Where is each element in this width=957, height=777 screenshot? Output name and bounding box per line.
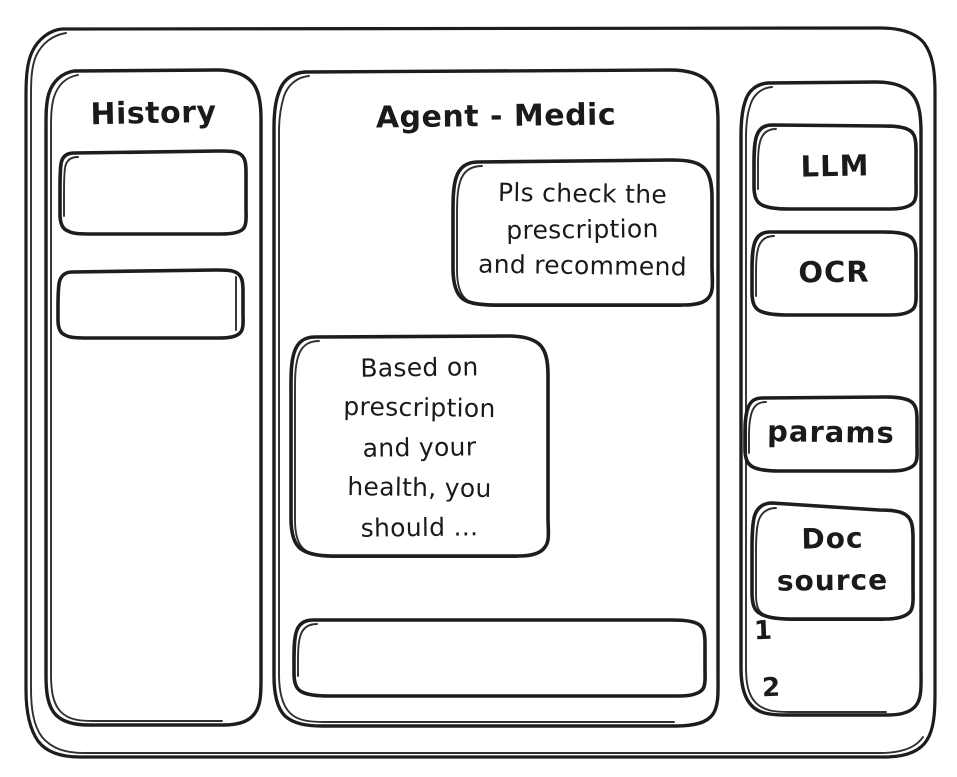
- history-item-1[interactable]: [60, 151, 246, 234]
- doc-source-label-line-1: Doc: [801, 521, 864, 556]
- assistant-message-line-5: should ...: [360, 512, 479, 543]
- tool-chip-ocr[interactable]: OCR: [752, 232, 916, 315]
- tool-chip-params[interactable]: params: [745, 397, 917, 471]
- assistant-message-line-1: Based on: [360, 352, 479, 383]
- tool-chip-llm[interactable]: LLM: [754, 125, 916, 209]
- assistant-message-line-4: health, you: [347, 471, 492, 504]
- doc-source-entry-2[interactable]: 2: [761, 672, 781, 704]
- assistant-message-line-2: prescription: [343, 391, 496, 424]
- tool-chip-llm-label: LLM: [800, 148, 870, 184]
- agent-panel-title: Agent - Medic: [375, 97, 617, 136]
- user-message-line-3: and recommend: [477, 249, 688, 282]
- tool-chip-ocr-label: OCR: [798, 254, 870, 290]
- assistant-message-line-3: and your: [362, 432, 477, 463]
- doc-source-box[interactable]: Doc source: [752, 503, 913, 619]
- assistant-message-bubble[interactable]: Based on prescription and your health, y…: [291, 336, 548, 556]
- user-message-line-2: prescription: [506, 214, 659, 245]
- user-message-bubble[interactable]: Pls check the prescription and recommend: [453, 160, 712, 305]
- user-message-line-1: Pls check the: [497, 177, 668, 210]
- history-item-2[interactable]: [58, 270, 243, 338]
- doc-source-label-line-2: source: [776, 563, 889, 598]
- history-panel-title: History: [90, 94, 217, 133]
- doc-source-entry-1[interactable]: 1: [753, 615, 774, 647]
- composer-input[interactable]: [294, 620, 705, 696]
- tool-chip-params-label: params: [766, 414, 896, 450]
